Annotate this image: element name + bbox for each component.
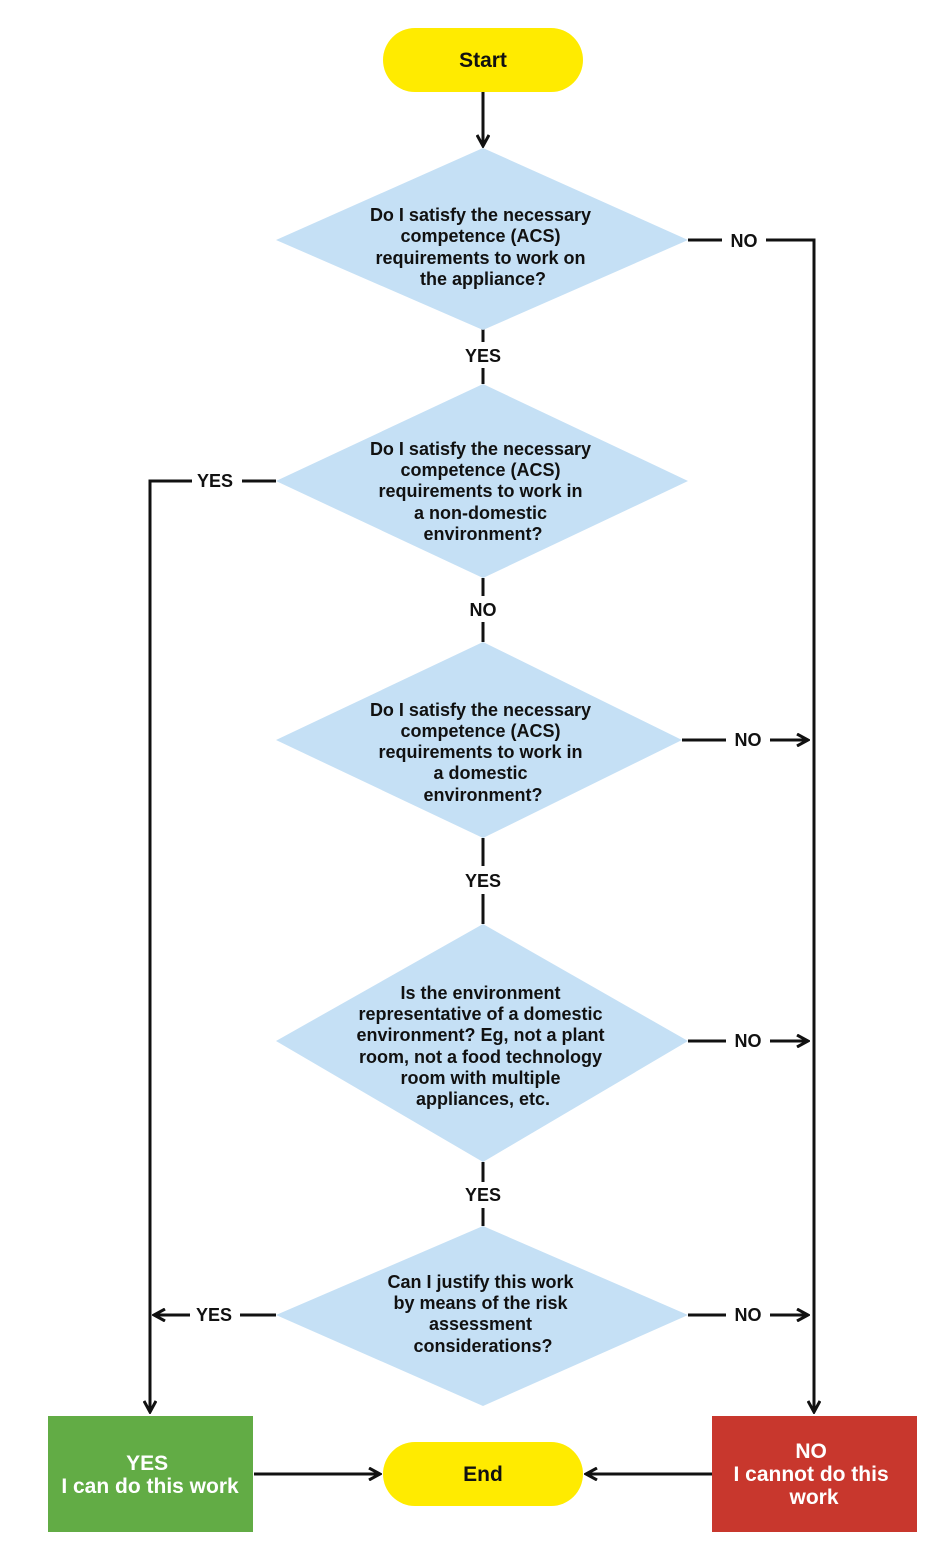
label-q2-yes: YES [197,471,233,491]
end-node: End [383,1442,583,1506]
decision-q5: Can I justify this work by means of the … [276,1226,688,1406]
label-q1-yes: YES [465,346,501,366]
q5-text: Can I justify this work by means of the … [387,1272,578,1356]
decision-q1: Do I satisfy the necessary competence (A… [276,148,688,330]
edge-q1-no-b [766,238,814,1412]
q3-text: Do I satisfy the necessary competence (A… [370,700,596,805]
end-label: End [463,1463,503,1486]
yes-result-box: YES I can do this work [48,1416,253,1532]
edge-q2-yes-b [150,479,192,1412]
q2-text: Do I satisfy the necessary competence (A… [370,439,596,544]
q1-text: Do I satisfy the necessary competence (A… [370,205,596,289]
no-result-text: NO I cannot do this work [733,1440,894,1509]
decision-q3: Do I satisfy the necessary competence (A… [276,642,682,838]
edge-labels: NO YES YES NO NO YES NO YES YES NO [196,231,762,1325]
label-q5-no: NO [735,1305,762,1325]
start-node: Start [383,28,583,92]
label-q3-no: NO [735,730,762,750]
no-result-box: NO I cannot do this work [712,1416,917,1532]
label-q3-yes: YES [465,871,501,891]
yes-result-text: YES I can do this work [61,1452,239,1498]
label-q1-no: NO [731,231,758,251]
connectors [150,92,814,1474]
label-q4-yes: YES [465,1185,501,1205]
decision-q4: Is the environment representative of a d… [276,924,688,1162]
label-q2-no: NO [470,600,497,620]
start-label: Start [459,49,507,72]
label-q5-yes: YES [196,1305,232,1325]
label-q4-no: NO [735,1031,762,1051]
q4-text: Is the environment representative of a d… [356,983,609,1109]
decision-q2: Do I satisfy the necessary competence (A… [276,384,688,578]
